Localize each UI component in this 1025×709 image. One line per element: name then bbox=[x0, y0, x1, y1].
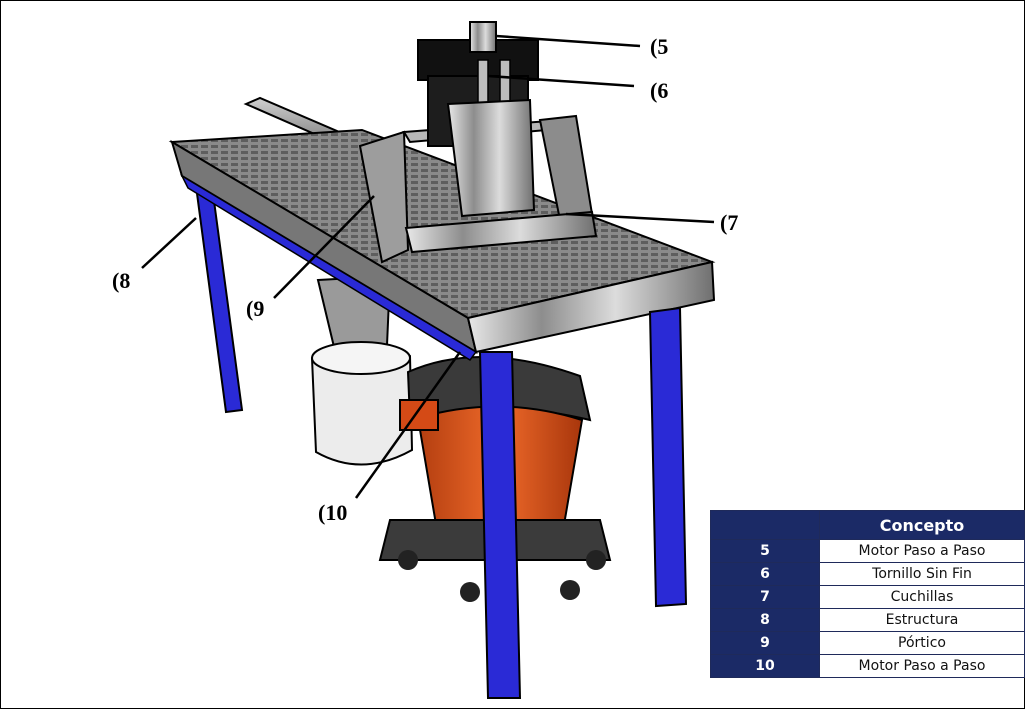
legend-concept: Pórtico bbox=[819, 631, 1025, 655]
spindle-head bbox=[404, 21, 598, 254]
legend-concept: Motor Paso a Paso bbox=[819, 654, 1025, 678]
legend-number: 8 bbox=[710, 608, 820, 632]
dust-collector bbox=[310, 274, 414, 466]
callout-label-10: (10 bbox=[318, 500, 348, 525]
legend-number: 5 bbox=[710, 539, 820, 563]
legend-row: 10 Motor Paso a Paso bbox=[710, 654, 1025, 678]
callout-label-7: (7 bbox=[720, 210, 739, 235]
legend-row: 9 Pórtico bbox=[710, 631, 1025, 655]
legend-number: 7 bbox=[710, 585, 820, 609]
legend-concept: Estructura bbox=[819, 608, 1025, 632]
callout-label-5: (5 bbox=[650, 34, 669, 59]
legend-table: Concepto 5 Motor Paso a Paso 6 Tornillo … bbox=[710, 510, 1025, 678]
legend-row: 8 Estructura bbox=[710, 608, 1025, 632]
legend-header-concept: Concepto bbox=[819, 510, 1025, 540]
legend-concept: Tornillo Sin Fin bbox=[819, 562, 1025, 586]
legend-concept: Motor Paso a Paso bbox=[819, 539, 1025, 563]
legend-row: 7 Cuchillas bbox=[710, 585, 1025, 609]
callout-label-6: (6 bbox=[650, 78, 669, 103]
frame-legs-back bbox=[194, 185, 244, 414]
callout-lines bbox=[141, 34, 715, 499]
legend-concept: Cuchillas bbox=[819, 585, 1025, 609]
legend-number: 6 bbox=[710, 562, 820, 586]
legend-header-number bbox=[710, 510, 820, 540]
legend-row: 6 Tornillo Sin Fin bbox=[710, 562, 1025, 586]
legend-row: 5 Motor Paso a Paso bbox=[710, 539, 1025, 563]
callout-label-8: (8 bbox=[112, 268, 131, 293]
legend-number: 10 bbox=[710, 654, 820, 678]
callout-label-9: (9 bbox=[246, 296, 265, 321]
legend-header-row: Concepto bbox=[710, 510, 1025, 540]
legend-number: 9 bbox=[710, 631, 820, 655]
frame-legs-front bbox=[478, 306, 688, 699]
